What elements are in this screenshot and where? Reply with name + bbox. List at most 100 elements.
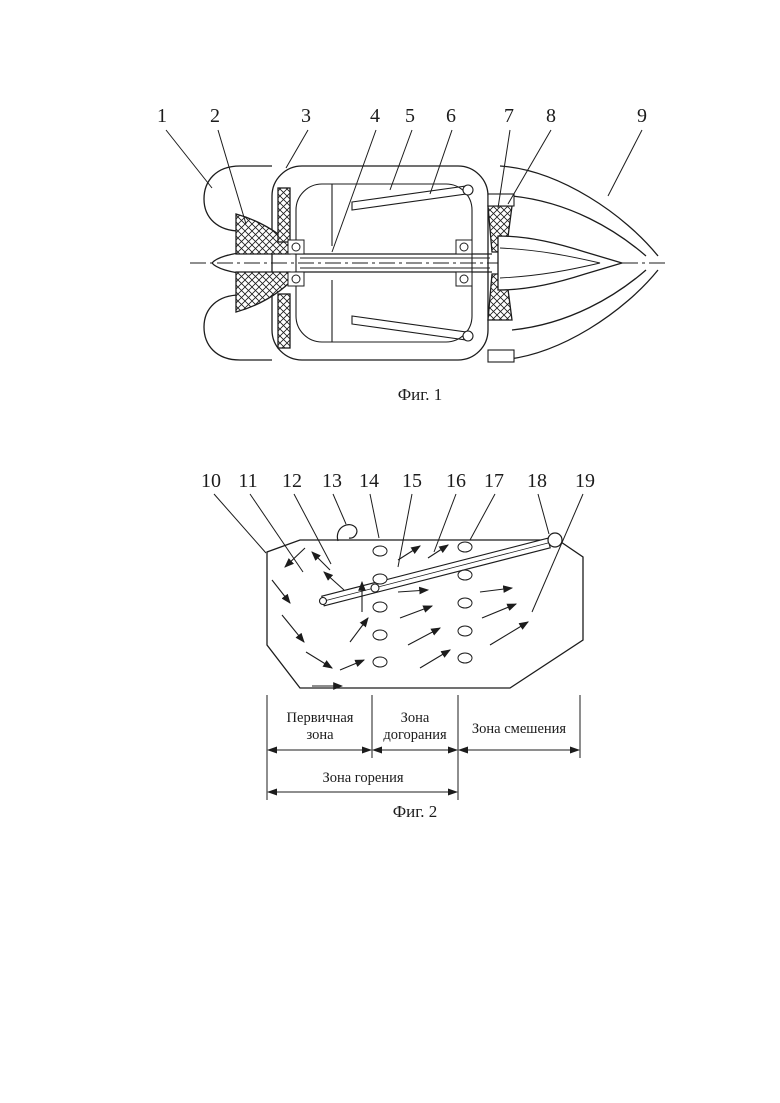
- fig1-callout-7: 7: [504, 105, 514, 127]
- fig2-combustion-chamber: [266, 524, 584, 690]
- flow-arrow: [323, 571, 345, 591]
- flow-arrow: [407, 627, 441, 646]
- flow-arrow: [281, 614, 305, 643]
- fig2-leader-lines: [213, 493, 584, 613]
- leader-5: [389, 129, 413, 191]
- flow-arrow: [397, 545, 421, 561]
- fig2-callout-16: 16: [446, 470, 466, 492]
- flow-arrow: [397, 586, 430, 595]
- leader-10: [213, 493, 267, 554]
- hole-column-mixing: [457, 541, 473, 664]
- injector-tip-top: [462, 184, 474, 196]
- fig2-callout-10: 10: [201, 470, 221, 492]
- flow-arrow: [419, 649, 451, 669]
- leader-13: [332, 493, 347, 525]
- flow-arrow: [311, 551, 331, 571]
- leader-17: [469, 493, 496, 541]
- injector-tube-top: [351, 185, 467, 211]
- fig1-callout-1: 1: [157, 105, 167, 127]
- flow-arrow: [399, 605, 434, 619]
- leader-6: [429, 129, 453, 195]
- zone-mixing-label: Зона смешения: [472, 721, 567, 737]
- fig1-engine-section: [190, 165, 668, 363]
- fig1-callout-2: 2: [210, 105, 220, 127]
- diffuser-bottom: [277, 293, 291, 349]
- igniter-hook: [336, 524, 358, 542]
- leader-2: [217, 129, 247, 225]
- diffuser-top: [277, 187, 291, 243]
- fig1-callout-3: 3: [301, 105, 311, 127]
- turbine-mount-bottom: [487, 349, 515, 363]
- fig2-callouts: 10 11 12 13 14 15 16 17 18 19: [201, 470, 595, 492]
- fig1-callout-8: 8: [546, 105, 556, 127]
- zone-primary-label-line1: Первичная: [287, 710, 354, 726]
- flow-arrow: [284, 547, 306, 568]
- fig2-callout-17: 17: [484, 470, 504, 492]
- leader-11: [249, 493, 304, 573]
- flow-arrow: [271, 579, 291, 604]
- exhaust-plug-inner: [499, 247, 601, 279]
- fig1-callout-4: 4: [370, 105, 380, 127]
- flow-arrow: [427, 544, 449, 559]
- leader-14: [369, 493, 380, 539]
- zone-afterburn-label-line2: догорания: [383, 727, 447, 743]
- leader-3: [285, 129, 309, 169]
- leader-19: [531, 493, 584, 613]
- fig2-zone-labels: Первичная зона Зона догорания Зона смеше…: [287, 710, 567, 786]
- fig1-callout-6: 6: [446, 105, 456, 127]
- fig2-callout-19: 19: [575, 470, 595, 492]
- fig1-leader-lines: [165, 129, 643, 253]
- nozzle-shell-outer-top: [499, 165, 659, 257]
- fig2-dimensions: [266, 695, 581, 800]
- leader-18: [537, 493, 550, 535]
- injector-lance-tip: [318, 596, 328, 606]
- injector-swirler: [370, 583, 380, 593]
- inlet-lip-bottom: [203, 294, 274, 361]
- flow-arrow: [349, 617, 369, 643]
- nozzle-shell-inner-bottom: [511, 269, 647, 331]
- fig1-callouts: 1 2 3 4 5 6 7 8 9: [157, 105, 647, 127]
- injector-ball-end: [547, 532, 563, 548]
- flow-arrow: [305, 651, 333, 669]
- zone-primary-label-line2: зона: [306, 727, 334, 743]
- chamber-outline: [266, 539, 584, 689]
- leader-16: [433, 493, 457, 553]
- fig2-callout-15: 15: [402, 470, 422, 492]
- leader-9: [607, 129, 643, 197]
- flow-arrow: [339, 659, 366, 671]
- leader-8: [507, 129, 552, 205]
- nozzle-shell-inner-top: [511, 195, 647, 257]
- bearing-rear: [455, 239, 473, 287]
- fig2-callout-12: 12: [282, 470, 302, 492]
- leader-4: [331, 129, 377, 253]
- leader-15: [397, 493, 413, 568]
- flow-arrows: [271, 544, 529, 690]
- zone-combustion-label: Зона горения: [322, 770, 403, 786]
- injector-lance-midline: [323, 542, 549, 602]
- fig2-callout-14: 14: [359, 470, 379, 492]
- flame-tube-liner: [295, 183, 473, 343]
- leader-7: [497, 129, 511, 209]
- flow-arrow: [489, 621, 529, 646]
- turbine-mount-top: [487, 193, 515, 207]
- combustor-casing: [271, 165, 489, 361]
- leader-1: [165, 129, 213, 189]
- fig1-caption: Фиг. 1: [398, 385, 443, 404]
- bearing-front: [287, 239, 305, 287]
- hole-column-primary: [372, 545, 388, 668]
- fig1-callout-9: 9: [637, 105, 647, 127]
- leader-12: [293, 493, 332, 565]
- flow-arrow: [481, 603, 518, 619]
- flow-arrow: [479, 585, 514, 593]
- exhaust-plug: [497, 235, 625, 291]
- inlet-lip-top: [203, 165, 274, 232]
- fig2-callout-13: 13: [322, 470, 342, 492]
- fig2-callout-18: 18: [527, 470, 547, 492]
- fig1-callout-5: 5: [405, 105, 415, 127]
- fig2-callout-11: 11: [238, 470, 257, 492]
- zone-afterburn-label-line1: Зона: [401, 710, 430, 726]
- injector-tube-bottom: [351, 315, 467, 341]
- fig2-caption: Фиг. 2: [393, 802, 438, 821]
